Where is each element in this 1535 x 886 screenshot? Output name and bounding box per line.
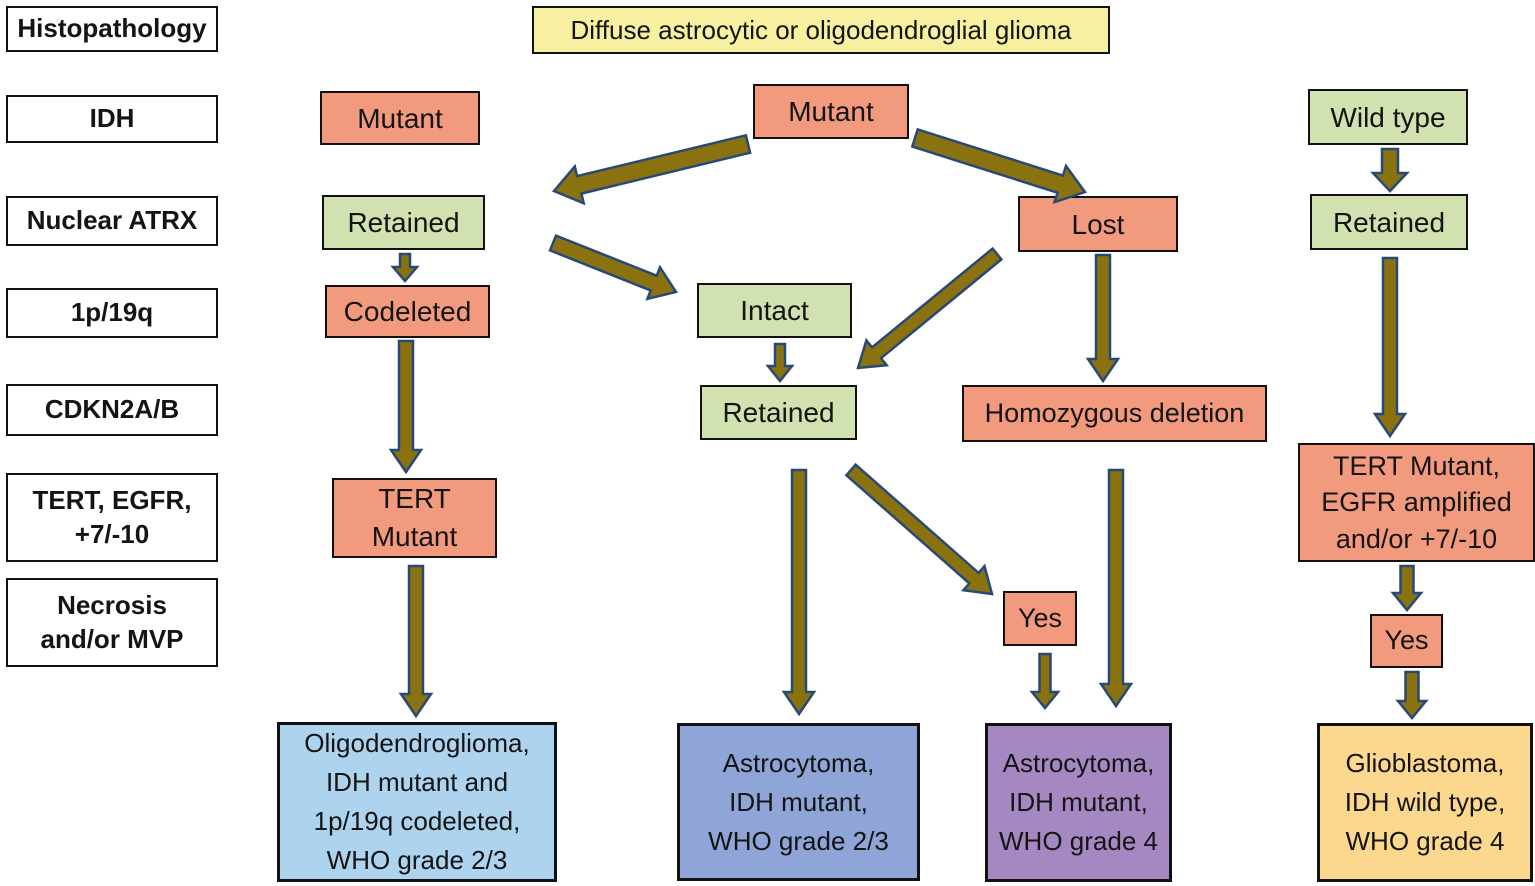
- flow-arrow-homozygous_deletion-to-result_astrocytoma_4: [1098, 468, 1134, 709]
- flow-arrow-atrx_lost-to-cdkn_retained: [856, 246, 1004, 370]
- flow-title: Diffuse astrocytic or oligodendroglial g…: [532, 6, 1110, 54]
- node-result-glioblastoma: Glioblastoma, IDH wild type, WHO grade 4: [1317, 723, 1533, 882]
- flow-arrow-cdkn_retained-to-result_astrocytoma_23: [781, 468, 817, 717]
- flow-arrow-idh_mutant_center-to-atrx_lost: [910, 127, 1088, 205]
- flow-arrow-necrosis_yes_center-to-result_astrocytoma_4: [1029, 652, 1061, 710]
- row-label-nuclear-atrx: Nuclear ATRX: [6, 196, 218, 246]
- node-result-oligodendroglioma: Oligodendroglioma, IDH mutant and 1p/19q…: [277, 722, 557, 882]
- row-label-1p19q: 1p/19q: [6, 288, 218, 338]
- node-codeleted: Codeleted: [325, 285, 490, 338]
- flow-arrow-cdkn_retained-to-necrosis_yes_center: [844, 462, 994, 596]
- flow-arrow-tert_egfr-to-necrosis_yes_right: [1390, 564, 1424, 612]
- flow-arrow-codeleted-to-tert_mutant: [388, 339, 424, 475]
- flow-arrow-idh_mutant_center-to-atrx_retained_left: [551, 133, 752, 206]
- row-label-necrosis-mvp: Necrosis and/or MVP: [6, 578, 218, 667]
- node-idh-mutant-center: Mutant: [753, 84, 909, 139]
- row-label-cdkn2ab: CDKN2A/B: [6, 384, 218, 436]
- flow-arrow-intact-to-cdkn_retained: [765, 342, 795, 384]
- row-label-tert-egfr: TERT, EGFR, +7/-10: [6, 473, 218, 562]
- flow-arrow-atrx_lost-to-homozygous_deletion: [1085, 253, 1121, 384]
- flow-arrow-atrx_retained_right-to-tert_egfr: [1372, 256, 1408, 439]
- node-result-astrocytoma-grade23: Astrocytoma, IDH mutant, WHO grade 2/3: [677, 723, 920, 881]
- node-necrosis-yes-center: Yes: [1003, 591, 1077, 646]
- flow-arrow-atrx_retained_left-to-intact: [548, 233, 679, 301]
- node-cdkn-retained: Retained: [700, 385, 857, 440]
- flow-arrow-tert_mutant-to-result_oligodendroglioma: [398, 564, 434, 719]
- row-label-histopathology: Histopathology: [6, 6, 218, 52]
- node-idh-wild-type: Wild type: [1308, 89, 1468, 145]
- flow-arrow-necrosis_yes_right-to-result_glioblastoma: [1395, 670, 1429, 720]
- flow-arrow-idh_wild_type-to-atrx_retained_right: [1370, 147, 1410, 193]
- node-necrosis-yes-right: Yes: [1370, 614, 1443, 668]
- node-intact: Intact: [697, 283, 852, 338]
- node-tert-egfr-amplified: TERT Mutant, EGFR amplified and/or +7/-1…: [1298, 443, 1535, 562]
- node-atrx-retained-left: Retained: [322, 195, 485, 250]
- node-atrx-retained-right: Retained: [1310, 194, 1468, 250]
- node-idh-mutant-left: Mutant: [320, 91, 480, 145]
- node-homozygous-deletion: Homozygous deletion: [962, 385, 1267, 442]
- node-result-astrocytoma-grade4: Astrocytoma, IDH mutant, WHO grade 4: [985, 723, 1172, 882]
- row-label-idh: IDH: [6, 95, 218, 143]
- node-tert-mutant: TERT Mutant: [332, 478, 497, 558]
- flow-arrow-atrx_retained_left-to-codeleted: [390, 252, 420, 283]
- node-atrx-lost: Lost: [1018, 196, 1178, 252]
